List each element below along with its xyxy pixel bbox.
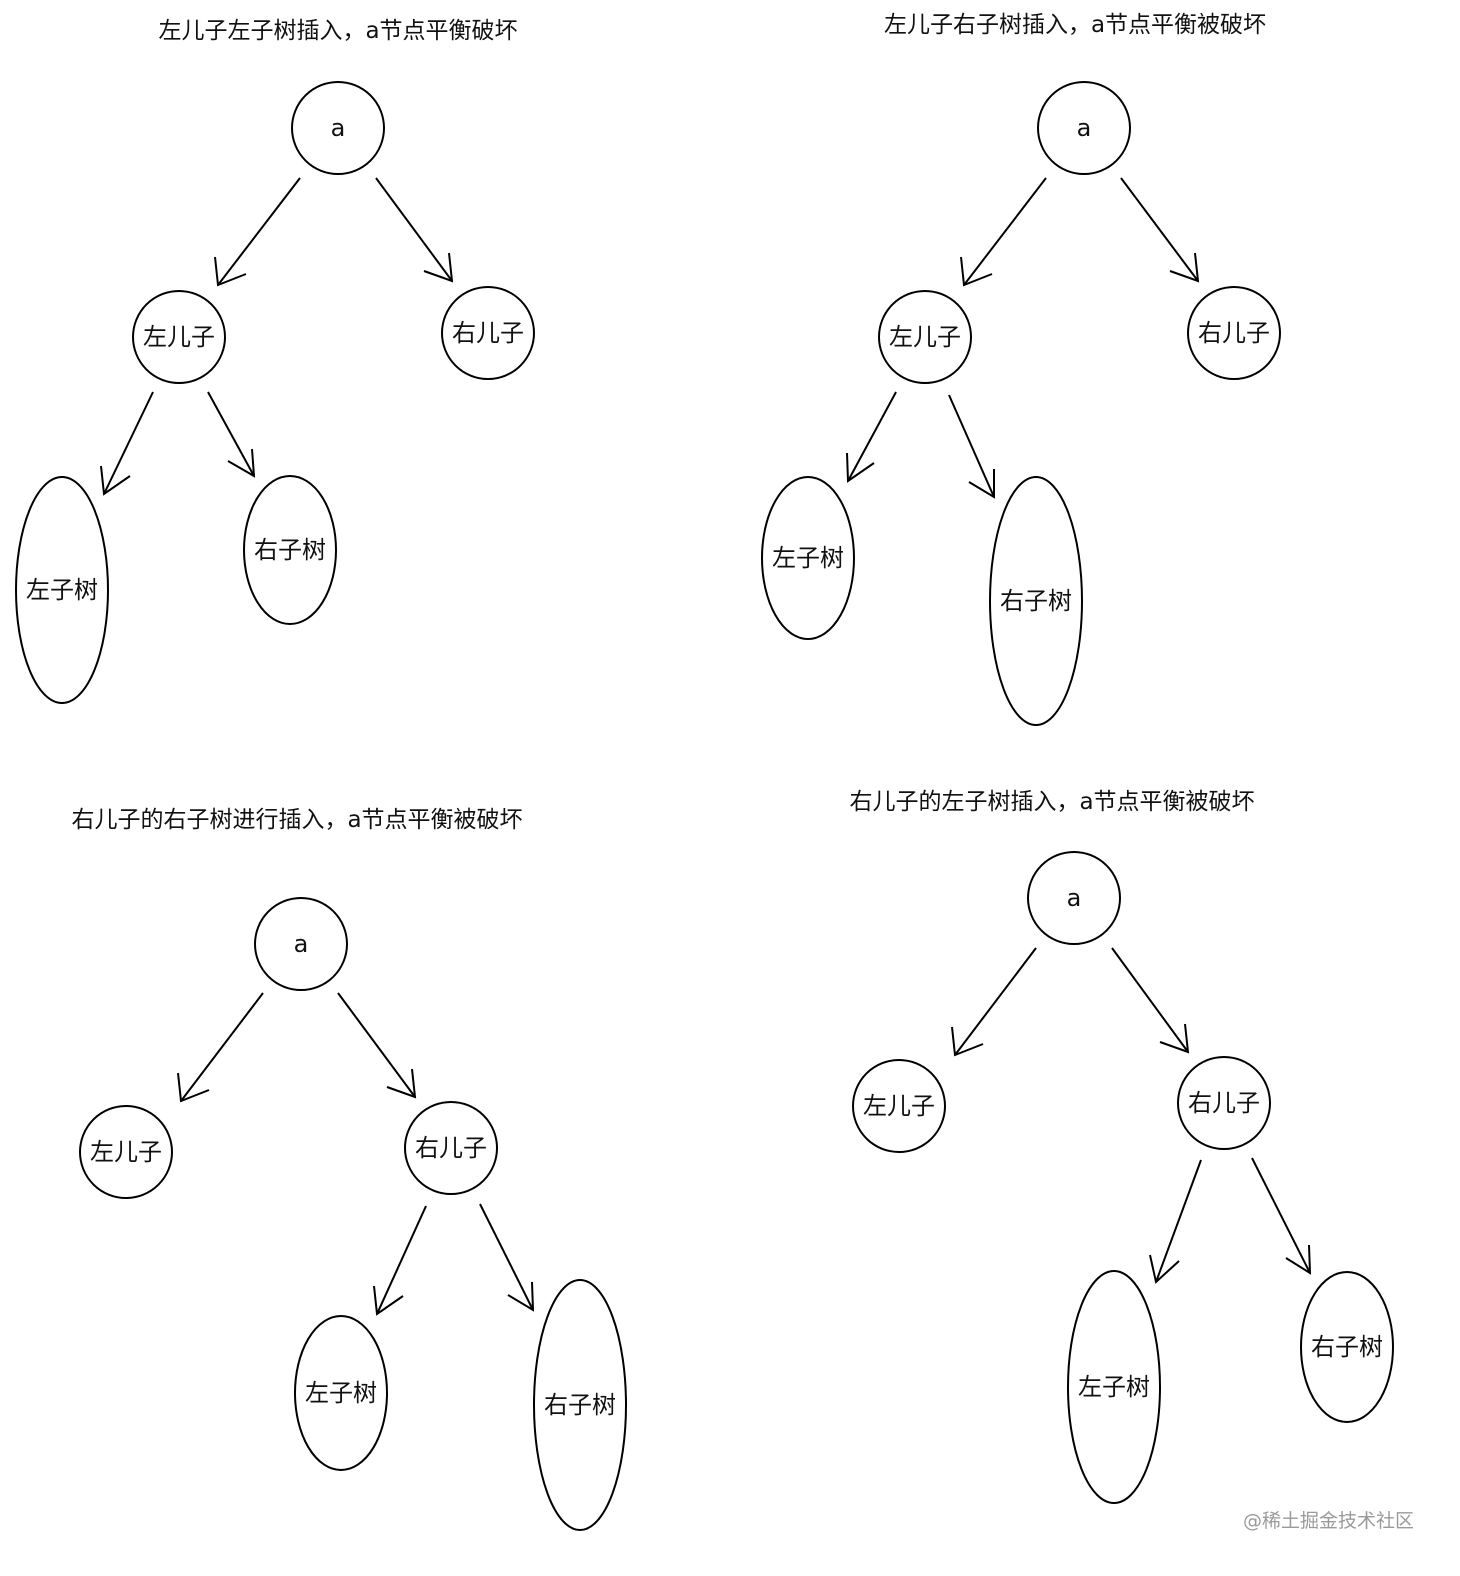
diagram-ll-node-left-subtree — [15, 476, 109, 704]
diagram-ll-node-root — [291, 81, 385, 175]
diagram-ll-node-right-subtree — [243, 475, 337, 625]
diagram-ll-edge-root-right — [375, 177, 454, 283]
diagram-ll-edge-left-rightsub — [207, 391, 256, 478]
diagram-rr-label-root: a — [294, 930, 309, 958]
diagram-rr-label-right-subtree: 右子树 — [544, 1391, 616, 1419]
diagram-rl: 右儿子的左子树插入，a节点平衡被破坏 a 左儿子 右儿子 左子树 右子树 — [849, 789, 1394, 1504]
diagram-lr: 左儿子右子树插入，a节点平衡被破坏 a 左儿子 右儿子 左子树 右子树 — [761, 12, 1281, 726]
diagram-rl-edge-root-left — [951, 947, 1037, 1057]
diagram-rl-edge-right-leftsub — [1149, 1159, 1202, 1284]
diagram-lr-node-left-subtree — [761, 476, 855, 640]
diagram-lr-edge-root-left — [960, 177, 1047, 287]
diagram-rl-node-root — [1027, 851, 1121, 945]
diagram-ll-edge-root-left — [214, 177, 301, 287]
diagram-lr-edge-left-rightsub — [948, 394, 995, 499]
diagram-rr-node-root — [254, 897, 348, 991]
diagram-lr-node-root — [1037, 81, 1131, 175]
diagram-rl-label-right-child: 右儿子 — [1188, 1089, 1260, 1117]
diagram-lr-label-root: a — [1077, 114, 1092, 142]
diagram-rr-node-left-subtree — [294, 1315, 388, 1471]
diagram-ll-edge-left-leftsub — [100, 391, 154, 496]
diagram-rl-label-left-subtree: 左子树 — [1078, 1373, 1150, 1401]
diagram-rl-node-right-subtree — [1300, 1271, 1394, 1423]
diagram-lr-label-right-subtree: 右子树 — [1000, 587, 1072, 615]
diagram-ll-node-right-child — [441, 286, 535, 380]
diagram-ll: 左儿子左子树插入，a节点平衡破坏 a 左儿子 右儿子 左子树 右子树 — [15, 18, 535, 704]
diagram-lr-edge-root-right — [1120, 177, 1200, 283]
diagram-lr-node-right-child — [1187, 286, 1281, 380]
diagram-ll-label-left-child: 左儿子 — [143, 323, 215, 351]
diagram-lr-label-right-child: 右儿子 — [1198, 319, 1270, 347]
diagram-rl-title: 右儿子的左子树插入，a节点平衡被破坏 — [849, 789, 1254, 815]
diagram-rr-node-left-child — [79, 1105, 173, 1199]
diagram-rl-edge-root-right — [1111, 947, 1190, 1054]
diagram-lr-node-left-child — [878, 290, 972, 384]
diagram-rl-label-root: a — [1067, 884, 1082, 912]
diagram-rr-node-right-child — [404, 1101, 498, 1195]
diagram-rl-label-right-subtree: 右子树 — [1311, 1333, 1383, 1361]
diagram-rl-edge-right-rightsub — [1251, 1157, 1312, 1275]
diagram-rr-edge-right-rightsub — [479, 1203, 535, 1312]
diagram-rr-edge-right-leftsub — [373, 1205, 427, 1316]
diagram-rr-label-left-subtree: 左子树 — [305, 1379, 377, 1407]
diagram-rr-label-right-child: 右儿子 — [415, 1134, 487, 1162]
diagram-ll-label-root: a — [331, 114, 346, 142]
diagram-rr: 右儿子的右子树进行插入，a节点平衡被破坏 a 左儿子 右儿子 左子树 右子树 — [71, 807, 627, 1531]
diagram-rl-node-left-child — [852, 1059, 946, 1153]
diagram-lr-title: 左儿子右子树插入，a节点平衡被破坏 — [884, 12, 1266, 38]
diagram-ll-label-left-subtree: 左子树 — [26, 576, 98, 604]
diagram-lr-node-right-subtree — [989, 476, 1083, 726]
diagram-rr-edge-root-right — [337, 992, 417, 1099]
diagram-ll-label-right-subtree: 右子树 — [254, 536, 326, 564]
diagram-rl-node-right-child — [1177, 1056, 1271, 1150]
diagram-rl-label-left-child: 左儿子 — [863, 1092, 935, 1120]
diagram-lr-label-left-subtree: 左子树 — [772, 544, 844, 572]
diagram-ll-node-left-child — [132, 290, 226, 384]
diagram-ll-title: 左儿子左子树插入，a节点平衡破坏 — [158, 18, 517, 44]
diagram-rr-title: 右儿子的右子树进行插入，a节点平衡被破坏 — [71, 807, 522, 833]
diagram-rr-label-left-child: 左儿子 — [90, 1138, 162, 1166]
diagram-rr-node-right-subtree — [533, 1279, 627, 1531]
diagram-lr-label-left-child: 左儿子 — [889, 323, 961, 351]
watermark: @稀土掘金技术社区 — [1243, 1510, 1414, 1532]
diagram-lr-edge-left-leftsub — [846, 391, 897, 483]
diagram-rr-edge-root-left — [177, 992, 264, 1103]
diagram-ll-label-right-child: 右儿子 — [452, 319, 524, 347]
diagram-rl-node-left-subtree — [1067, 1270, 1161, 1504]
